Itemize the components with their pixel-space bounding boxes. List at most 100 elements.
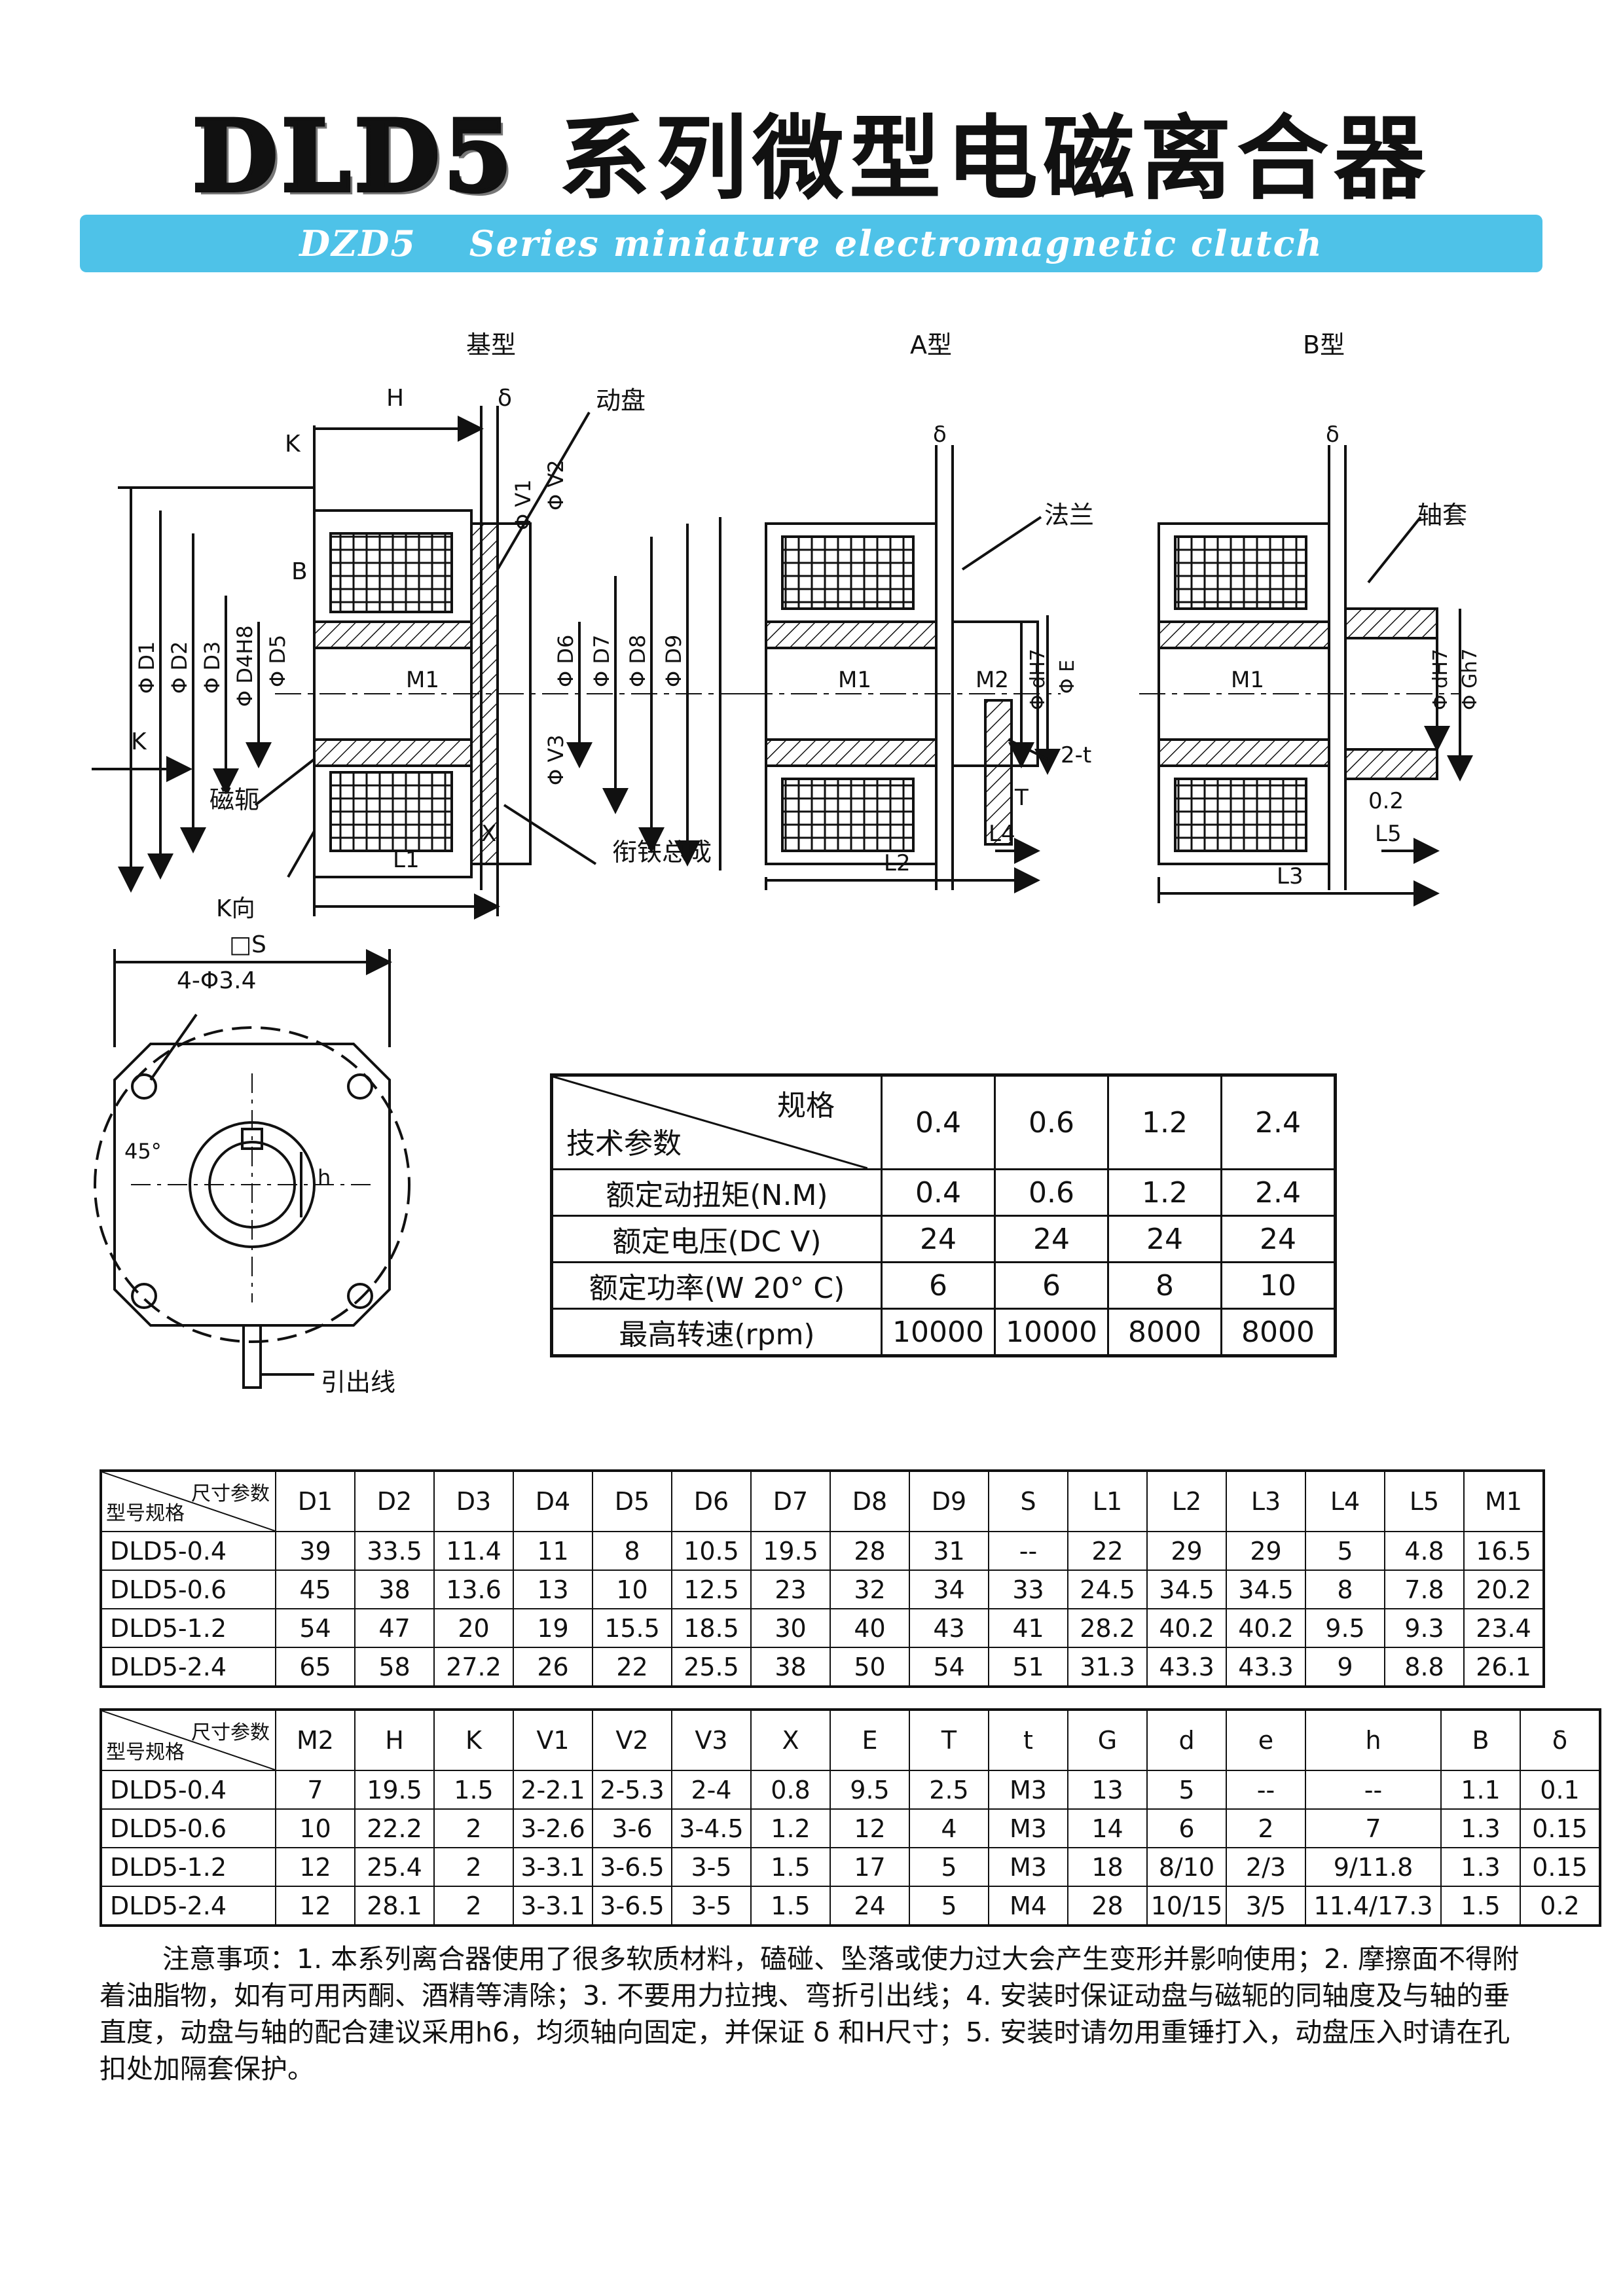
table-cell: 38 xyxy=(750,1647,831,1687)
table-cell: 9 xyxy=(1305,1647,1385,1687)
model-cell: DLD5-1.2 xyxy=(100,1608,276,1648)
corner-top-label: 尺寸参数 xyxy=(191,1721,270,1744)
spec-label: 最高转速(rpm) xyxy=(551,1308,883,1357)
table-cell: 31.3 xyxy=(1067,1647,1148,1687)
dim-L2: L2 xyxy=(884,850,911,876)
table-cell: 1.3 xyxy=(1440,1808,1521,1848)
table-cell: 25.5 xyxy=(671,1647,752,1687)
dim-D4: Φ D4H8 xyxy=(232,625,257,707)
column-header: D9 xyxy=(909,1470,989,1532)
dim-M1-b: M1 xyxy=(1231,667,1264,693)
model-cell: DLD5-0.6 xyxy=(100,1570,276,1609)
dim-angle: 45° xyxy=(124,1139,162,1164)
table-cell: 2-4 xyxy=(671,1770,752,1810)
table-cell: 14 xyxy=(1067,1808,1148,1848)
column-header: D8 xyxy=(830,1470,910,1532)
column-header: δ xyxy=(1520,1709,1601,1771)
table-cell: 11 xyxy=(513,1531,593,1571)
column-header: G xyxy=(1067,1709,1148,1771)
table-cell: 2 xyxy=(433,1886,514,1926)
column-header: D5 xyxy=(592,1470,672,1532)
b-view xyxy=(1139,445,1473,906)
table-cell: 1.5 xyxy=(1440,1886,1521,1926)
table-cell: 3-5 xyxy=(671,1886,752,1926)
table-cell: 26 xyxy=(513,1647,593,1687)
column-header: H xyxy=(354,1709,435,1771)
dim-delta-b: δ xyxy=(1326,422,1340,448)
subtitle-text: Series miniature electromagnetic clutch xyxy=(469,223,1323,264)
table-cell: 0.8 xyxy=(750,1770,831,1810)
column-header: M1 xyxy=(1463,1470,1544,1532)
table-cell: 24.5 xyxy=(1067,1570,1148,1609)
column-header: L4 xyxy=(1305,1470,1385,1532)
spec-size-header: 0.4 xyxy=(881,1074,996,1170)
spec-row-voltage: 额定电压(DC V) 24 24 24 24 xyxy=(551,1215,1336,1263)
title-name: 系列微型电磁离合器 xyxy=(558,106,1431,213)
dim-h: h xyxy=(318,1165,331,1190)
table-cell: 20 xyxy=(433,1608,514,1648)
table-cell: 9.3 xyxy=(1384,1608,1465,1648)
table-cell: 3-3.1 xyxy=(513,1847,593,1887)
table-cell: 1.3 xyxy=(1440,1847,1521,1887)
table-cell: 39 xyxy=(275,1531,356,1571)
dim-D1: Φ D1 xyxy=(134,641,159,694)
column-header: d xyxy=(1146,1709,1227,1771)
table-cell: 2 xyxy=(433,1847,514,1887)
column-header: L3 xyxy=(1226,1470,1306,1532)
dim-holes: 4-Φ3.4 xyxy=(177,967,256,994)
table-cell: 1.1 xyxy=(1440,1770,1521,1810)
view-title-k: K向 xyxy=(216,895,255,922)
table-cell: 25.4 xyxy=(354,1847,435,1887)
table-cell: 34.5 xyxy=(1146,1570,1227,1609)
table-cell: 0.2 xyxy=(1520,1886,1601,1926)
view-title-a: A型 xyxy=(910,331,952,359)
spec-cell: 0.4 xyxy=(881,1168,996,1217)
dim-D6: Φ D6 xyxy=(553,635,578,687)
table-cell: 45 xyxy=(275,1570,356,1609)
table-cell: 12 xyxy=(275,1847,356,1887)
table-cell: 20.2 xyxy=(1463,1570,1544,1609)
column-header: L2 xyxy=(1146,1470,1227,1532)
table-cell: M3 xyxy=(988,1847,1068,1887)
corner-diagonal xyxy=(102,1711,275,1770)
table-cell: 58 xyxy=(354,1647,435,1687)
table-cell: 26.1 xyxy=(1463,1647,1544,1687)
dim-S: □S xyxy=(229,931,266,958)
corner-top-label: 尺寸参数 xyxy=(191,1482,270,1505)
dim-B: B xyxy=(291,558,308,585)
table-cell: 43.3 xyxy=(1146,1647,1227,1687)
dim-delta-a: δ xyxy=(933,422,947,448)
table-cell: 28 xyxy=(1067,1886,1148,1926)
table-cell: 5 xyxy=(1146,1770,1227,1810)
table-cell: 19.5 xyxy=(750,1531,831,1571)
table-cell: 13 xyxy=(513,1570,593,1609)
table-cell: 22.2 xyxy=(354,1808,435,1848)
table-cell: 1.2 xyxy=(750,1808,831,1848)
table-cell: 16.5 xyxy=(1463,1531,1544,1571)
table-cell: 18.5 xyxy=(671,1608,752,1648)
column-header: V2 xyxy=(592,1709,672,1771)
corner-bottom-label: 型号规格 xyxy=(106,1741,185,1764)
table-cell: 1.5 xyxy=(750,1847,831,1887)
dim-K-arrow: K xyxy=(131,728,147,755)
table-cell: 5 xyxy=(1305,1531,1385,1571)
spec-cell: 8000 xyxy=(1107,1308,1222,1357)
spec-size-header: 1.2 xyxy=(1107,1074,1222,1170)
table-cell: 40.2 xyxy=(1146,1608,1227,1648)
table-cell: 12.5 xyxy=(671,1570,752,1609)
table-cell: 9.5 xyxy=(1305,1608,1385,1648)
table-cell: 38 xyxy=(354,1570,435,1609)
spec-cell: 24 xyxy=(1107,1215,1222,1263)
dim-M1-a: M1 xyxy=(838,667,871,693)
column-header: D2 xyxy=(354,1470,435,1532)
model-cell: DLD5-0.4 xyxy=(100,1531,276,1571)
table-cell: 3-6.5 xyxy=(592,1847,672,1887)
callout-lead: 引出线 xyxy=(321,1368,395,1397)
column-header: D4 xyxy=(513,1470,593,1532)
dim-D5: Φ D5 xyxy=(265,635,290,687)
table-cell: 2/3 xyxy=(1226,1847,1306,1887)
